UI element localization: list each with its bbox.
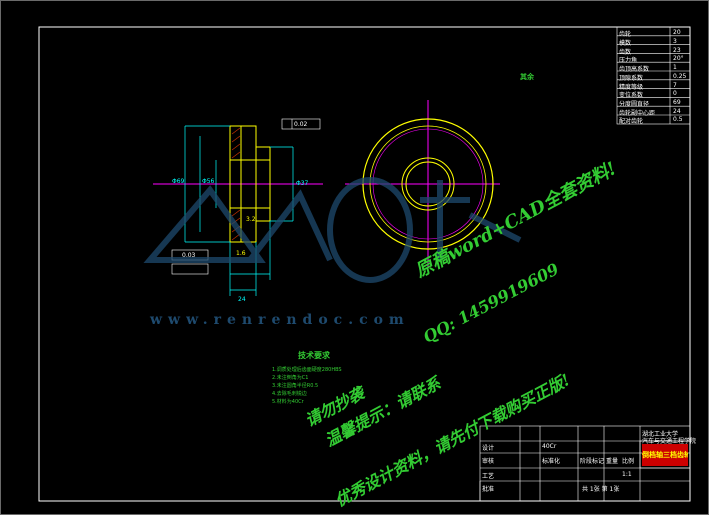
param-row-6-value: 7 (673, 82, 677, 89)
hub-diameter-dimension: Φ56 (202, 178, 215, 185)
title-school: 湖北工业大学 (642, 431, 679, 438)
param-row-6-label: 精度等级 (619, 84, 644, 91)
title-label-weight: 重量 (606, 458, 619, 465)
width-dimension: 24 (238, 296, 246, 303)
param-row-3-label: 压力角 (619, 57, 638, 64)
param-row-2-value: 23 (673, 47, 681, 54)
title-part-name: 倒档轴三档齿轮 (642, 444, 688, 466)
gear-parameter-table (616, 26, 691, 125)
roughness-note: 其余 (520, 73, 534, 81)
tech-req-line-3: 3.未注圆角半径R0.5 (272, 383, 319, 389)
title-sheet: 共 1张 第 1张 (582, 486, 620, 493)
param-row-1-label: 模数 (619, 40, 632, 47)
title-label-stage: 阶段标记 (580, 458, 605, 465)
part-name-box (639, 440, 691, 469)
roughness-value-2: 3.2 (246, 216, 256, 223)
roughness-value-1: 1.6 (236, 250, 246, 257)
param-row-2-label: 齿数 (619, 49, 632, 56)
param-row-4-value: 1 (673, 64, 677, 71)
title-label-scale: 比例 (622, 458, 635, 465)
param-row-8-label: 分度圆直径 (619, 101, 650, 108)
title-label-design: 设计 (482, 445, 495, 452)
title-scale-value: 1:1 (622, 471, 632, 478)
title-label-process: 工艺 (482, 473, 495, 480)
gear-section-view (153, 118, 323, 296)
tech-req-line-2: 2.未注倒角为C1 (272, 375, 309, 381)
tech-req-title: 技术要求 (298, 351, 330, 360)
title-dept: 汽车与交通工程学院 (642, 438, 697, 445)
param-row-5-label: 顶隙系数 (619, 75, 644, 82)
param-row-7-label: 变位系数 (619, 92, 644, 99)
tech-req-line-5: 5.材料为40Cr (272, 399, 304, 405)
param-row-1-value: 3 (673, 38, 677, 45)
param-row-7-value: 0 (673, 90, 677, 97)
param-row-0-value: 20 (673, 29, 681, 36)
drawing-frame (38, 26, 691, 502)
param-row-3-value: 20° (673, 55, 684, 62)
title-label-standard: 标准化 (542, 458, 561, 465)
param-row-0-label: 齿轮 (619, 31, 632, 38)
param-row-9-label: 齿轮副中心距 (619, 110, 656, 117)
tech-req-line-4: 4.去除毛刺锐边 (272, 391, 307, 397)
tech-req-line-1: 1.调质处理后齿面硬度280HBS (272, 367, 342, 373)
tolerance-value-1: 0.02 (294, 121, 308, 128)
title-material: 40Cr (542, 443, 557, 450)
watermark-site: www.renrendoc.com (150, 312, 410, 328)
param-row-9-value: 24 (673, 108, 681, 115)
param-row-5-value: 0.25 (673, 73, 687, 80)
param-row-10-value: 0.5 (673, 116, 683, 123)
param-row-8-value: 69 (673, 99, 681, 106)
gear-front-view (345, 100, 500, 270)
param-row-10-label: 配对齿轮 (619, 118, 644, 125)
title-label-review: 审核 (482, 458, 495, 465)
title-label-approve: 批准 (482, 486, 495, 493)
outer-diameter-dimension: Φ69 (172, 178, 185, 185)
param-row-4-label: 齿顶高系数 (619, 66, 650, 73)
bore-diameter-dimension: Φ37 (296, 180, 309, 187)
tolerance-value-2: 0.03 (182, 252, 196, 259)
watermark-logo (143, 177, 522, 283)
